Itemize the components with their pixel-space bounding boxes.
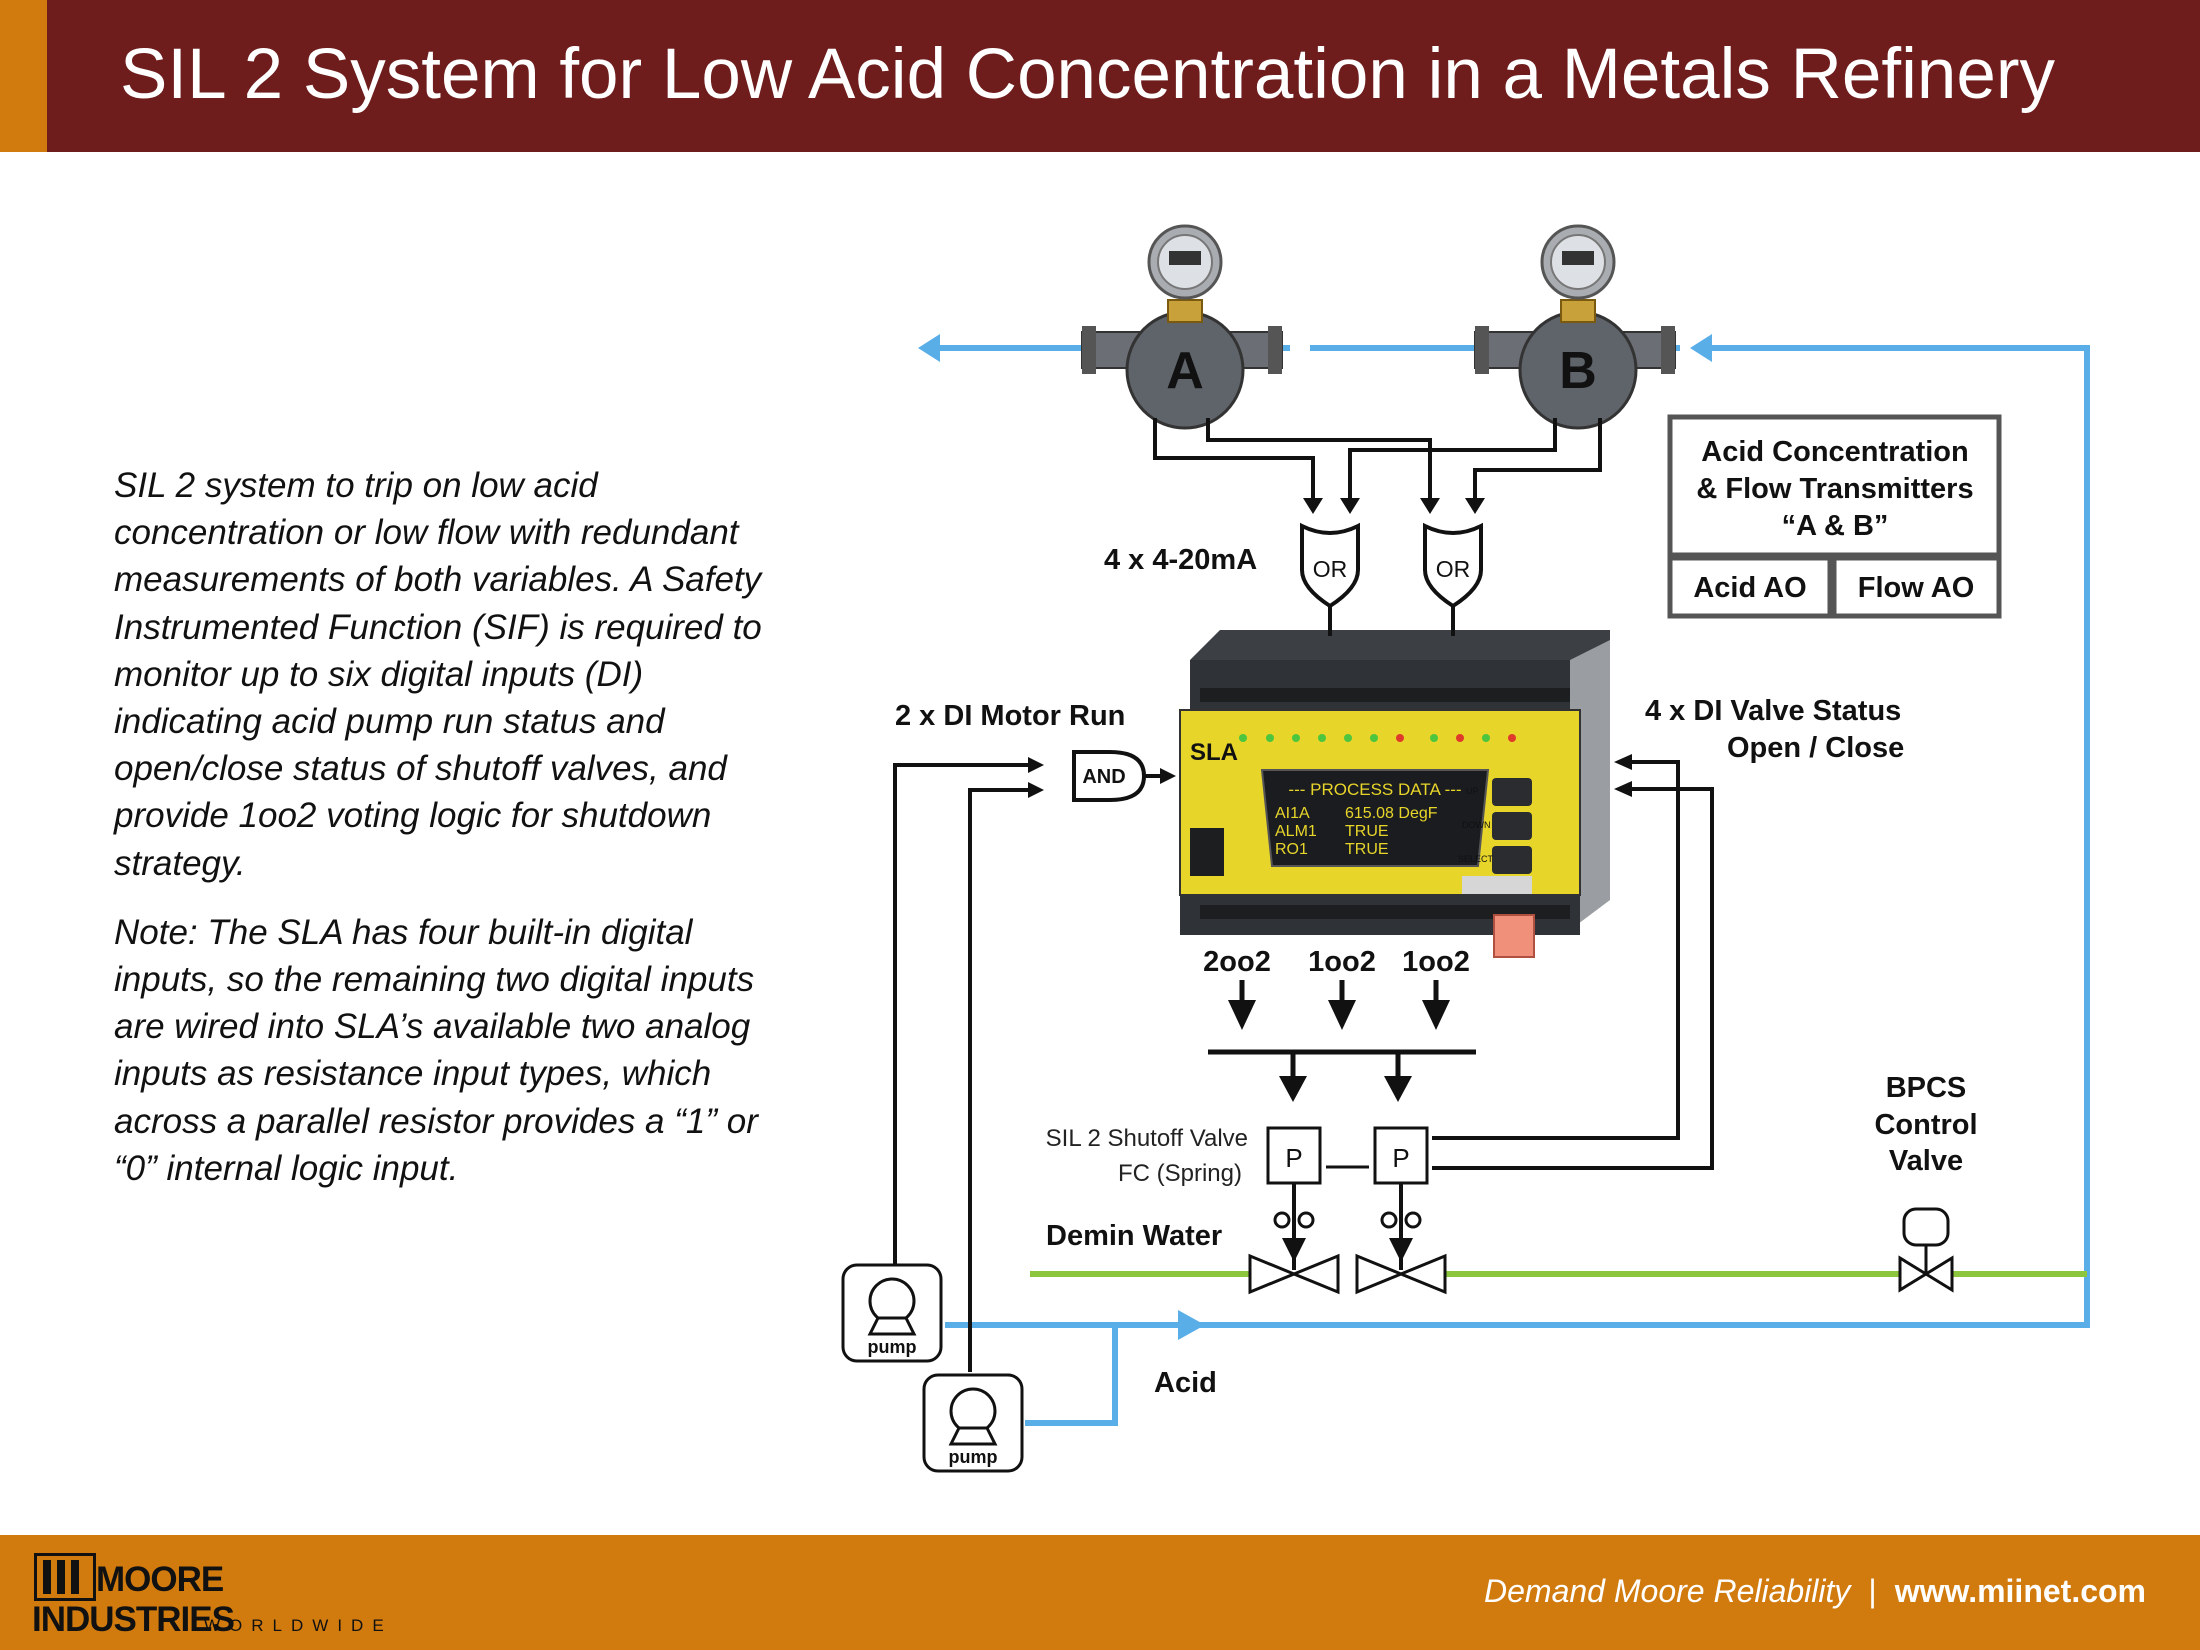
valve-status-label-1: 4 x DI Valve Status	[1645, 695, 1901, 727]
pump-2: pump	[922, 1373, 1024, 1473]
positioner-2-label: P	[1392, 1143, 1409, 1173]
sla-screen-tag-1: AI1A	[1275, 805, 1310, 822]
transmitter-a-label: A	[1166, 342, 1204, 400]
shutoff-valve-label-1: SIL 2 Shutoff Valve	[1046, 1125, 1248, 1152]
sla-screen-value-2: TRUE	[1345, 823, 1389, 840]
or-gate-1-label: OR	[1313, 556, 1348, 582]
valve-status-wiring	[1432, 760, 1714, 1170]
sla-logic-solver: SLA --- PROCESS DATA --- AI1A 615.08 Deg…	[1179, 630, 1610, 958]
transmitter-legend: Acid Concentration & Flow Transmitters “…	[1667, 414, 2002, 619]
and-gate-label: AND	[1082, 766, 1125, 788]
positioner-1-label: P	[1285, 1143, 1302, 1173]
sla-screen-value-3: TRUE	[1345, 841, 1389, 858]
footer-bar	[0, 1535, 2200, 1650]
transmitter-b: B	[1474, 224, 1676, 430]
bpcs-control-valve	[1898, 1207, 1954, 1293]
description-paragraph-2: Note: The SLA has four built-in digital …	[114, 912, 758, 1188]
bpcs-label-1: BPCS	[1886, 1072, 1967, 1104]
analog-arrowheads	[1303, 498, 1485, 514]
shutoff-valve-2: P	[1355, 1126, 1447, 1295]
footer-tagline: Demand Moore Reliability | www.miinet.com	[1484, 1573, 2146, 1610]
sla-button-select: SELECT	[1458, 854, 1494, 864]
motor-run-wiring	[893, 763, 1162, 1372]
acid-out-arrow	[918, 334, 940, 362]
motor-run-arrowheads	[1028, 757, 1176, 798]
sla-screen-tag-2: ALM1	[1275, 823, 1317, 840]
logo-text-industries: INDUSTRIES	[32, 1600, 235, 1639]
website-link[interactable]: www.miinet.com	[1894, 1573, 2146, 1609]
description: SIL 2 system to trip on low acid concent…	[114, 462, 764, 1214]
or-to-sla-wiring	[1328, 622, 1455, 636]
transmitter-a: A	[1081, 224, 1283, 430]
company-logo-mark	[34, 1553, 96, 1601]
sla-screen-tag-3: RO1	[1275, 841, 1308, 858]
legend-line-3: “A & B”	[1782, 510, 1889, 542]
legend-line-2: & Flow Transmitters	[1696, 473, 1973, 505]
logo-text-worldwide: WORLDWIDE	[204, 1616, 393, 1635]
tagline-separator: |	[1868, 1573, 1877, 1609]
tagline-text: Demand Moore Reliability	[1484, 1573, 1851, 1609]
vote-1oo2-label-2: 1oo2	[1402, 946, 1470, 978]
shutoff-valve-1: P	[1248, 1126, 1340, 1295]
page-title: SIL 2 System for Low Acid Concentration …	[120, 35, 2055, 114]
bpcs-label-3: Valve	[1889, 1145, 1963, 1177]
legend-line-1: Acid Concentration	[1701, 436, 1968, 468]
acid-label: Acid	[1154, 1367, 1217, 1399]
sla-screen-header: --- PROCESS DATA ---	[1288, 780, 1461, 799]
and-gate: AND	[1072, 750, 1147, 802]
acid-flow-arrow	[1178, 1310, 1205, 1340]
pump-1-label: pump	[868, 1337, 917, 1357]
bpcs-label-2: Control	[1874, 1109, 1977, 1141]
demin-water-label: Demin Water	[1046, 1220, 1222, 1252]
analog-input-label: 4 x 4-20mA	[1104, 544, 1257, 576]
vote-2oo2-label: 2oo2	[1203, 946, 1271, 978]
valve-status-arrowheads	[1614, 754, 1632, 797]
legend-acid-ao: Acid AO	[1693, 572, 1806, 604]
or-gate-2: OR	[1423, 522, 1483, 622]
sla-model: SLA	[1190, 739, 1238, 766]
motor-run-label: 2 x DI Motor Run	[895, 700, 1125, 732]
valve-status-label-2: Open / Close	[1727, 732, 1904, 764]
logo-text-moore: MOORE	[96, 1560, 224, 1599]
sla-button-up: UP	[1466, 786, 1479, 796]
transmitter-b-label: B	[1559, 342, 1597, 400]
shutoff-valve-label-2: FC (Spring)	[1118, 1160, 1242, 1187]
description-paragraph-1: SIL 2 system to trip on low acid concent…	[114, 466, 762, 883]
pump-2-label: pump	[949, 1447, 998, 1467]
voting-arrowheads	[1228, 1000, 1450, 1102]
vote-1oo2-label-1: 1oo2	[1308, 946, 1376, 978]
title-bar	[0, 0, 2200, 152]
sla-button-down: DOWN	[1462, 820, 1491, 830]
title-accent	[0, 0, 47, 152]
or-gate-2-label: OR	[1436, 556, 1471, 582]
acid-return-arrow	[1690, 334, 1712, 362]
legend-flow-ao: Flow AO	[1858, 572, 1975, 604]
analog-wiring	[1153, 418, 1602, 500]
pump-1: pump	[841, 1263, 943, 1363]
or-gate-1: OR	[1300, 522, 1360, 622]
sla-screen-value-1: 615.08 DegF	[1345, 805, 1438, 822]
